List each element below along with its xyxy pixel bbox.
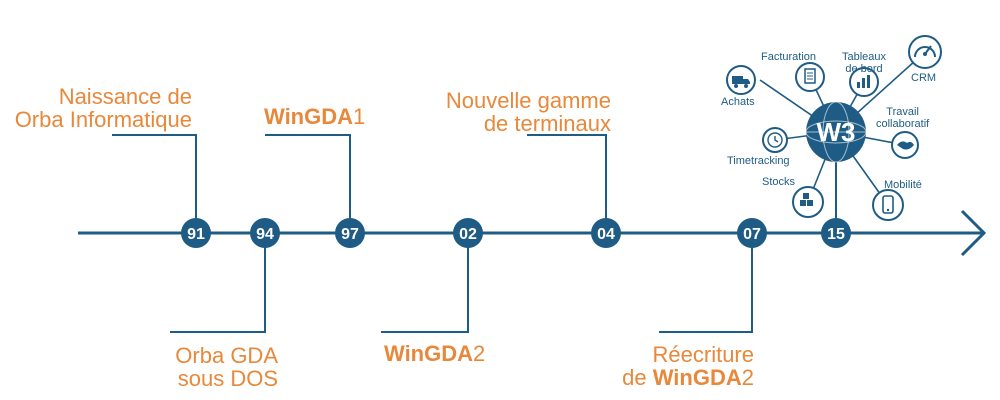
event-02-version: 2: [473, 341, 486, 366]
module-mobilite: Mobilité: [884, 179, 922, 191]
event-91-line1: Naissance de: [58, 84, 192, 109]
event-07-version: 2: [741, 365, 754, 390]
year-97: 97: [341, 226, 359, 243]
node-04: 04: [591, 218, 621, 248]
year-91: 91: [187, 226, 205, 243]
event-91-label: Naissance de Orba Informatique: [15, 85, 192, 131]
clock-icon: [762, 127, 788, 153]
connector-04: [527, 134, 607, 233]
module-tableaux-line1: Tableaux: [842, 51, 887, 63]
event-94-line2: sous DOS: [177, 366, 278, 391]
connector-07: [659, 233, 753, 333]
connector-94: [170, 233, 266, 333]
connector-02: [381, 233, 469, 333]
event-04-line1: Nouvelle gamme: [445, 88, 611, 113]
event-97-label: WinGDA1: [264, 105, 365, 128]
module-stocks: Stocks: [762, 176, 796, 188]
event-97-product: WinGDA: [264, 104, 354, 129]
module-crm: CRM: [911, 72, 937, 84]
module-travail-line1: Travail: [886, 106, 919, 118]
year-15: 15: [827, 226, 845, 243]
module-timetracking: Timetracking: [727, 155, 790, 167]
event-91-line2: Orba Informatique: [14, 107, 192, 132]
node-94: 94: [250, 218, 280, 248]
module-facturation: Facturation: [761, 51, 817, 63]
phone-icon: [872, 189, 904, 221]
year-94: 94: [256, 226, 274, 243]
module-travail-line2: collaboratif: [876, 118, 930, 130]
module-travail-collaboratif: Travail collaboratif: [876, 106, 929, 130]
event-07-label: Réecriture de WinGDA2: [622, 343, 754, 389]
globe-logo-text: W3: [817, 117, 856, 147]
event-07-line2: de WinGDA2: [622, 366, 754, 389]
event-94-label: Orba GDA sous DOS: [175, 344, 278, 390]
node-97: 97: [335, 218, 365, 248]
year-07: 07: [743, 226, 761, 243]
event-02-label: WinGDA2: [384, 342, 485, 365]
node-91: 91: [181, 218, 211, 248]
event-07-product: WinGDA: [652, 365, 742, 390]
module-achats: Achats: [721, 96, 755, 108]
module-tableaux-de-bord: Tableaux de bord: [842, 51, 886, 75]
year-02: 02: [459, 226, 477, 243]
module-tableaux-line2: de bord: [845, 63, 883, 75]
node-02: 02: [453, 218, 483, 248]
event-04-line2: de terminaux: [483, 111, 611, 136]
year-04: 04: [597, 226, 615, 243]
arrow-head-icon: [960, 209, 987, 257]
gauge-icon: [908, 35, 942, 69]
document-icon: [795, 62, 825, 92]
event-97-version: 1: [353, 104, 366, 129]
event-94-line1: Orba GDA: [175, 343, 278, 368]
node-15: 15: [821, 218, 851, 248]
event-04-label: Nouvelle gamme de terminaux: [446, 89, 611, 135]
event-02-product: WinGDA: [384, 341, 474, 366]
node-07: 07: [737, 218, 767, 248]
event-07-line1: Réecriture: [652, 342, 754, 367]
stocks-icon: [792, 186, 824, 218]
w3-globe-logo: W3: [805, 101, 867, 163]
event-07-prefix: de: [622, 365, 653, 390]
chart-icon: [849, 67, 879, 97]
connector-91: [112, 134, 197, 233]
truck-icon: [726, 65, 756, 95]
handshake-icon: [891, 131, 919, 159]
connector-97: [265, 134, 351, 233]
